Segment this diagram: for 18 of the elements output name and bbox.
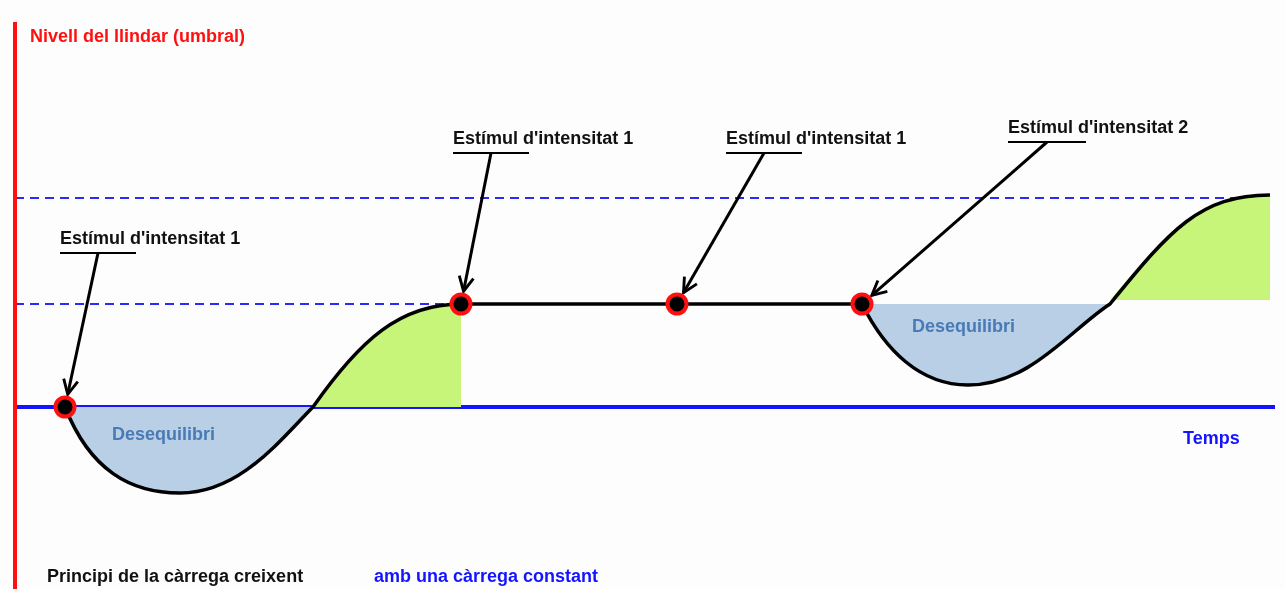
area-label: Desequilibri	[912, 316, 1016, 337]
stimulus-point	[449, 292, 473, 316]
caption-text: amb una càrrega constant	[374, 566, 599, 587]
area-label: Desequilibri	[112, 424, 216, 445]
stimulus-point	[850, 292, 874, 316]
stimulus-label: Estímul d'intensitat 2	[1008, 117, 1189, 138]
leader-arrow	[870, 140, 1048, 297]
stimulus-label: Estímul d'intensitat 1	[453, 128, 634, 149]
leader-arrow	[682, 152, 766, 295]
leader-arrow	[62, 252, 100, 396]
caption-text: Principi de la càrrega creixent	[47, 566, 304, 587]
stimulus-label: Estímul d'intensitat 1	[60, 228, 241, 249]
axis-title: Nivell del llindar (umbral)	[30, 26, 246, 47]
stimulus-label: Estímul d'intensitat 1	[726, 128, 907, 149]
stimulus-point	[665, 292, 689, 316]
stimulus-point	[53, 395, 77, 419]
leader-arrow	[457, 152, 493, 293]
axis-title: Temps	[1183, 428, 1240, 449]
